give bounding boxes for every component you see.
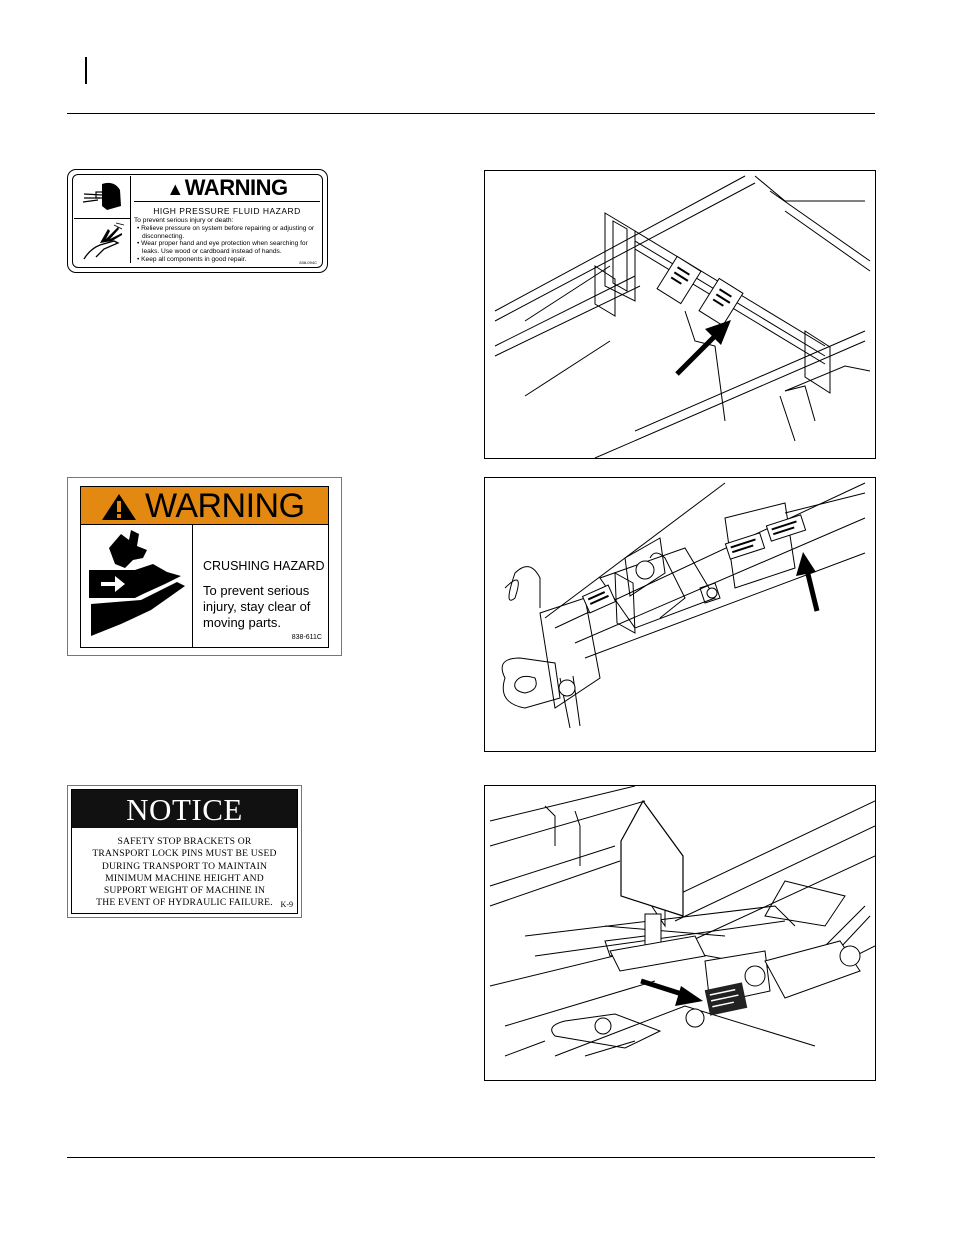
decal-line: SUPPORT WEIGHT OF MACHINE IN — [103, 885, 266, 897]
decal-line: MINIMUM MACHINE HEIGHT AND — [105, 872, 264, 884]
decal-notice: NOTICE SAFETY STOP BRACKETS OR TRANSPORT… — [67, 785, 302, 918]
decal-intro: To prevent serious injury or death: — [134, 217, 234, 224]
frame-illustration — [494, 175, 871, 458]
figure-transport-lock-decal-location — [484, 785, 876, 1081]
decal-high-pressure-warning: ▲WARNING HIGH PRESSURE FLUID HAZARD To p… — [67, 169, 328, 273]
decal-code: K-9 — [280, 900, 293, 909]
decal-bullet: • Keep all components in good repair. — [137, 255, 247, 263]
decal-line: THE EVENT OF HYDRAULIC FAILURE. — [96, 897, 273, 909]
figure-frame-decal-location — [484, 170, 876, 459]
tongue-illustration — [501, 482, 866, 729]
arrow-icon — [640, 978, 703, 1006]
figure-tongue-decal-location — [484, 477, 876, 752]
decal-line: DURING TRANSPORT TO MAINTAIN — [101, 860, 268, 872]
transport-lock-illustration — [489, 786, 875, 1057]
warning-triangle-icon — [102, 494, 136, 520]
decal-hazard-title: CRUSHING HAZARD — [203, 559, 325, 573]
decal-code: 838-094C — [299, 260, 317, 265]
decal-instruction: To prevent serious injury, stay clear of… — [203, 583, 311, 630]
header-margin-mark — [85, 57, 87, 84]
decal-header-text: WARNING — [145, 487, 305, 525]
decal-header: ▲WARNING — [134, 175, 320, 202]
crushing-hand-icon — [81, 524, 193, 647]
decal-bullet: • Relieve pressure on system before repa… — [137, 224, 315, 240]
decal-code: 838-611C — [291, 634, 322, 641]
decal-bullet: • Wear proper hand and eye protection wh… — [137, 240, 308, 256]
decal-header-text: WARNING — [184, 175, 288, 200]
decal-body: To prevent serious injury or death: • Re… — [134, 217, 322, 264]
decal-body: SAFETY STOP BRACKETS OR TRANSPORT LOCK P… — [72, 836, 297, 910]
warning-triangle-icon: ▲ — [166, 179, 184, 199]
decal-frame: WARNING CRUSHING HAZARD To prevent serio… — [80, 486, 329, 648]
decal-frame: NOTICE SAFETY STOP BRACKETS OR TRANSPORT… — [71, 789, 298, 914]
header-rule — [67, 113, 875, 114]
decal-hazard-title: HIGH PRESSURE FLUID HAZARD — [153, 206, 301, 216]
arrow-icon — [796, 552, 820, 612]
decal-header-text: NOTICE — [72, 790, 297, 828]
decal-line: SAFETY STOP BRACKETS OR — [117, 836, 252, 847]
decal-border — [72, 174, 323, 268]
arrow-icon — [675, 320, 731, 376]
footer-rule — [67, 1157, 875, 1158]
decal-line: TRANSPORT LOCK PINS MUST BE USED — [92, 848, 277, 860]
decal-crushing-warning: WARNING CRUSHING HAZARD To prevent serio… — [67, 477, 342, 656]
hand-spray-icon — [74, 219, 131, 263]
decal-header: WARNING — [81, 487, 328, 525]
eye-protection-icon — [74, 176, 131, 219]
